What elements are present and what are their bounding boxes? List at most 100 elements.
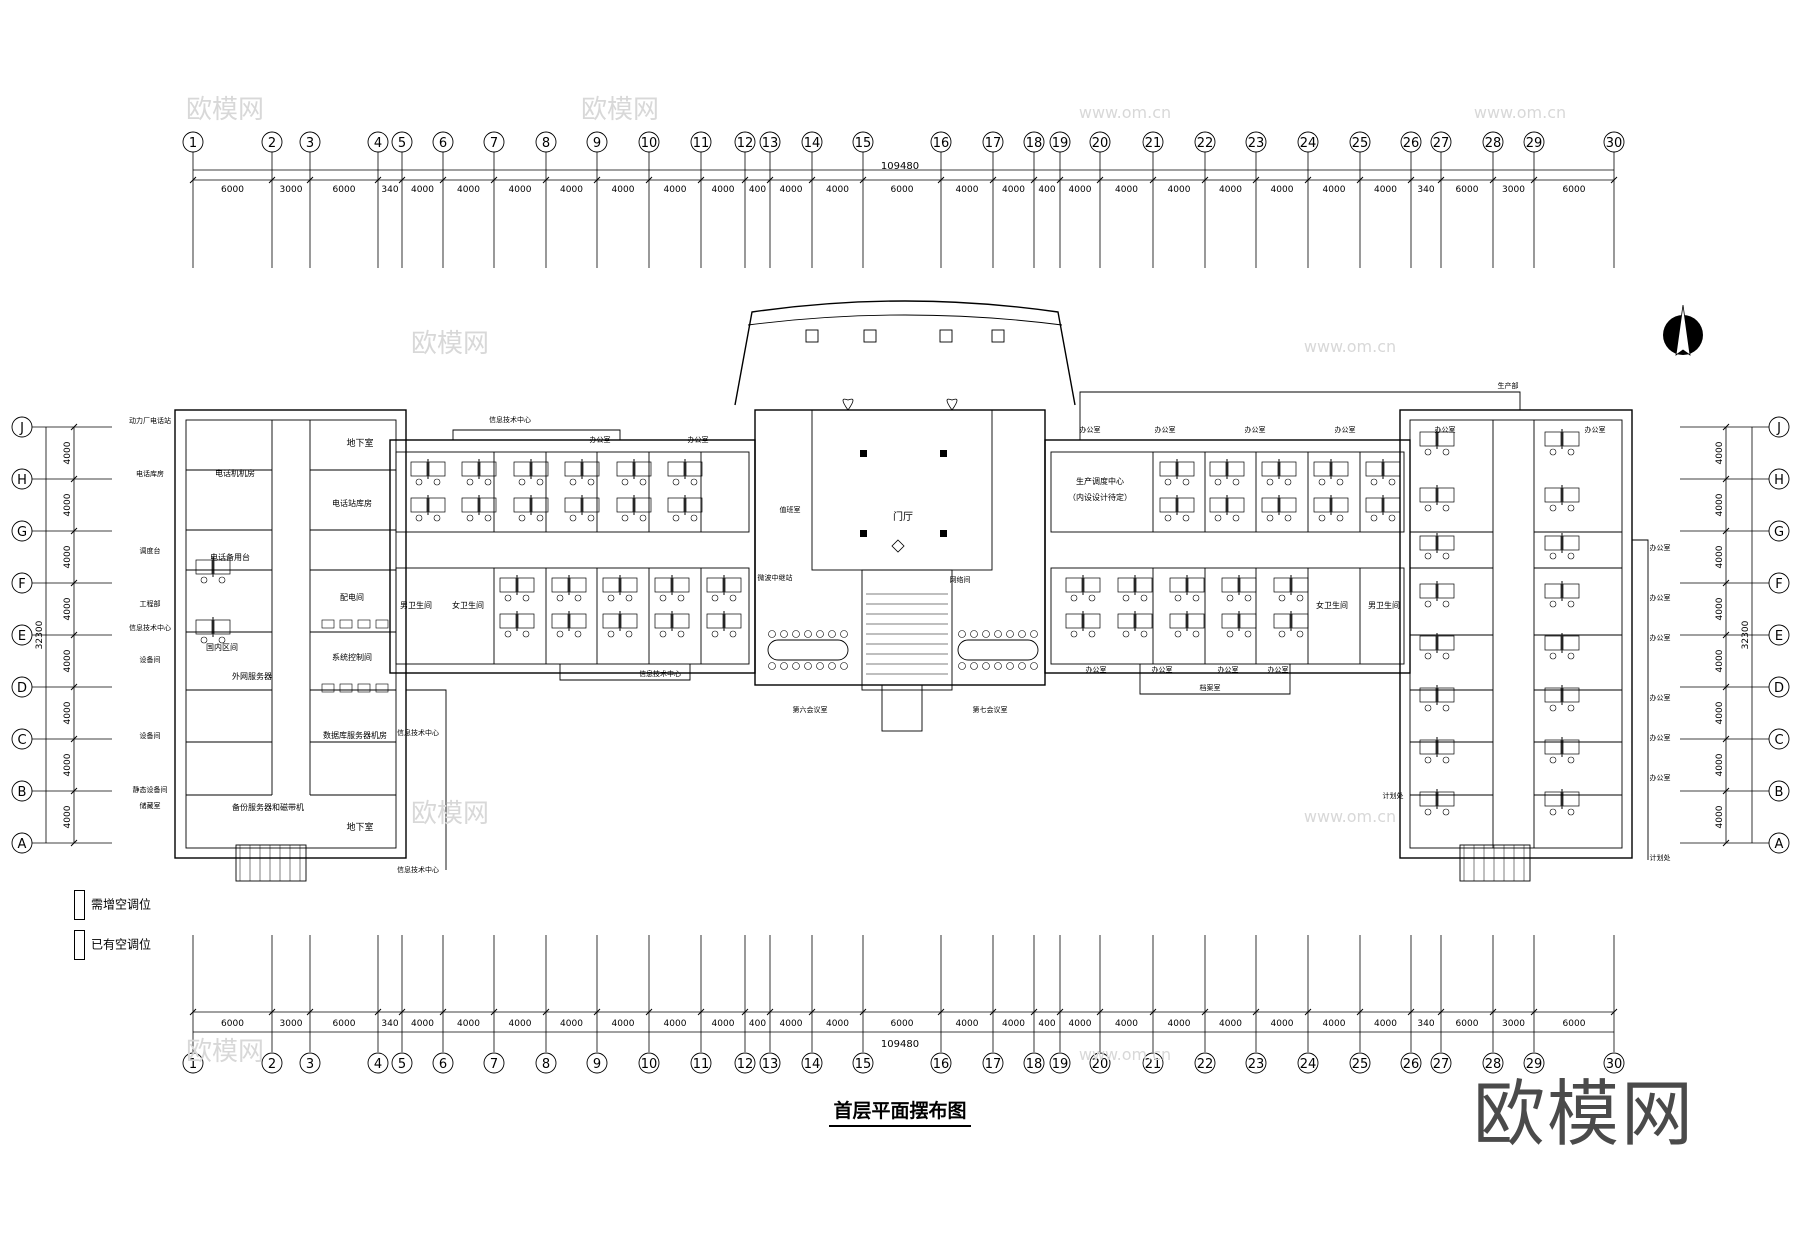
workstation	[706, 611, 742, 638]
chair	[1442, 448, 1450, 456]
chair	[1006, 662, 1014, 670]
chair	[1244, 594, 1252, 602]
dimension-value: 6000	[1456, 185, 1479, 195]
desk	[564, 497, 582, 513]
chair	[1442, 652, 1450, 660]
office-label: 办公室	[1650, 543, 1671, 552]
axis-letter: G	[1774, 525, 1784, 540]
desk	[479, 497, 497, 513]
dimension-value: 4000	[1271, 1019, 1294, 1029]
chair	[1192, 630, 1200, 638]
dimension-value: 340	[1417, 1019, 1434, 1029]
desk	[195, 619, 213, 635]
desk	[685, 461, 703, 477]
dimension-value: 4000	[956, 185, 979, 195]
workstation	[195, 617, 231, 644]
dimension-tick	[268, 176, 276, 184]
axis-number: 3	[306, 136, 314, 151]
axis-bubble	[367, 131, 389, 153]
workstation	[551, 575, 587, 602]
dimension-tick	[189, 1008, 197, 1016]
room-label: 男卫生间	[400, 600, 432, 610]
dimension-value: 6000	[221, 185, 244, 195]
dimension-value: 4000	[63, 701, 73, 724]
desk	[1419, 583, 1437, 599]
chair	[1567, 808, 1575, 816]
dimension-tick	[1030, 1008, 1038, 1016]
desk	[1437, 791, 1455, 807]
dimension-value: 4000	[1715, 545, 1725, 568]
room-label: 系统控制间	[332, 652, 372, 662]
dimension-value: 4000	[1002, 1019, 1025, 1029]
desk	[620, 613, 638, 629]
dimension-tick	[1030, 176, 1038, 184]
axis-bubble	[1768, 780, 1790, 802]
chair	[1140, 594, 1148, 602]
desk	[1331, 461, 1349, 477]
desk	[513, 497, 531, 513]
dimension-value: 4000	[664, 1019, 687, 1029]
chair	[711, 630, 719, 638]
dimension-value: 4000	[411, 1019, 434, 1029]
dimension-value: 4000	[826, 1019, 849, 1029]
axis-bubble	[1768, 572, 1790, 594]
workstation	[616, 459, 652, 486]
office-label: 办公室	[1650, 593, 1671, 602]
axis-bubble	[586, 1052, 608, 1074]
chair	[1549, 652, 1557, 660]
axis-bubble	[1768, 728, 1790, 750]
chair	[1296, 630, 1304, 638]
dimension-tick	[70, 527, 78, 535]
desk	[1419, 791, 1437, 807]
office-label: 办公室	[1585, 425, 1606, 434]
axis-bubble	[1194, 131, 1216, 153]
building-outline	[174, 300, 1649, 882]
chair	[639, 514, 647, 522]
desk	[1239, 613, 1257, 629]
desk	[1169, 613, 1187, 629]
chair	[994, 630, 1002, 638]
desk	[1221, 613, 1239, 629]
desk	[410, 461, 428, 477]
chair	[1070, 594, 1078, 602]
workstation	[461, 495, 497, 522]
dimension-tick	[1356, 1008, 1364, 1016]
canopy-column	[805, 329, 819, 343]
chair	[1567, 504, 1575, 512]
chair	[1442, 808, 1450, 816]
office-label: 办公室	[688, 435, 709, 444]
chair	[1006, 630, 1014, 638]
chair	[1442, 552, 1450, 560]
axis-letter: E	[18, 629, 26, 644]
meeting-table	[767, 630, 849, 670]
desk	[1419, 635, 1437, 651]
dimension-tick	[1304, 176, 1312, 184]
axis-bubble	[1768, 520, 1790, 542]
desk	[620, 577, 638, 593]
dimension-value: 6000	[1563, 185, 1586, 195]
dimension-tick	[439, 176, 447, 184]
desk	[672, 613, 690, 629]
chair	[729, 630, 737, 638]
faint-watermark: 欧模网	[186, 1037, 264, 1067]
lobby-column	[940, 450, 947, 457]
dimension-value: 4000	[780, 1019, 803, 1029]
left-axis-group: JHGFEDCBA4000400040004000400040004000400…	[11, 416, 112, 854]
room-label: 备份服务器和磁带机	[232, 802, 304, 812]
room-label: 电话站库房	[332, 498, 372, 508]
axis-letter: C	[17, 733, 26, 748]
axis-letter: G	[17, 525, 27, 540]
workstation	[410, 495, 446, 522]
dimension-tick	[1610, 176, 1618, 184]
desk	[1437, 635, 1455, 651]
desk	[1419, 431, 1437, 447]
dimension-tick	[937, 176, 945, 184]
chair	[1122, 594, 1130, 602]
chair	[958, 630, 966, 638]
lobby-column	[860, 530, 867, 537]
axis-number: 23	[1248, 136, 1265, 151]
desk	[1437, 583, 1455, 599]
axis-bubble	[11, 832, 33, 854]
chair	[828, 630, 836, 638]
axis-number: 29	[1526, 136, 1543, 151]
